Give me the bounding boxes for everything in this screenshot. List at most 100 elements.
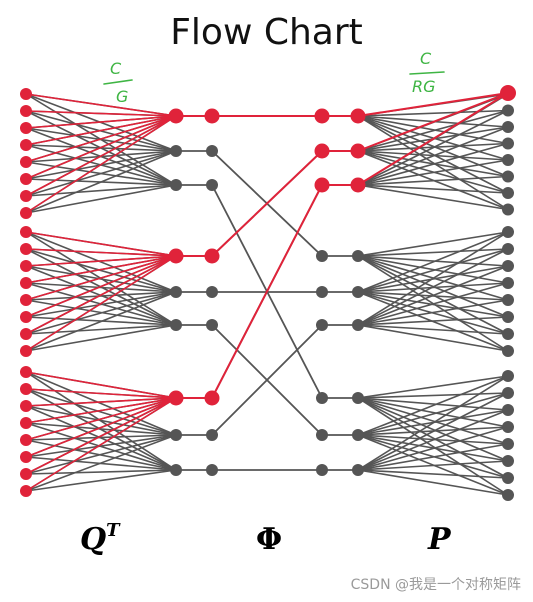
edge (357, 150, 509, 178)
annotation-left-denominator: G (116, 87, 128, 106)
highlight-edge (25, 115, 177, 146)
highlight-edge (25, 115, 177, 214)
gray-edges (25, 93, 509, 496)
diagram-title: Flow Chart (170, 12, 363, 53)
edge (357, 231, 509, 257)
p-node (350, 108, 366, 124)
highlighted-edges (25, 92, 509, 492)
edge (25, 434, 177, 492)
highlight-edge (25, 255, 177, 352)
p-node (352, 392, 364, 404)
highlight-edge (211, 184, 323, 399)
output-node (502, 489, 514, 501)
output-node (502, 203, 514, 216)
output-node (502, 260, 514, 272)
watermark: CSDN @我是一个对称矩阵 (350, 577, 521, 593)
highlight-edge (25, 397, 177, 441)
edge (25, 291, 177, 335)
input-node (20, 311, 32, 323)
phi-in-node (204, 390, 220, 406)
edge (357, 375, 509, 436)
phi-in-node (206, 286, 218, 298)
edge (357, 115, 509, 211)
highlight-edge (25, 93, 177, 117)
highlight-edge (25, 115, 177, 129)
p-node (352, 464, 364, 476)
phi-out-node (316, 319, 328, 331)
edge (25, 469, 177, 475)
output-node (502, 328, 514, 340)
edge (357, 115, 509, 194)
q-node (170, 286, 182, 298)
highlight-edge (25, 115, 177, 180)
edge (25, 291, 177, 301)
edge (25, 184, 177, 214)
edge (25, 150, 177, 214)
p-node (352, 286, 364, 298)
q-node (170, 464, 182, 476)
edge (357, 291, 509, 301)
phi-in-node (206, 179, 218, 191)
phi-out-node (316, 250, 328, 262)
edge (25, 150, 177, 197)
output-node (502, 404, 514, 416)
phi-in-node (206, 145, 218, 157)
edge (25, 291, 177, 352)
output-node (502, 137, 514, 150)
edge (357, 150, 509, 161)
highlight-edge (25, 371, 177, 399)
edge (357, 184, 509, 194)
output-node (502, 455, 514, 467)
edge (357, 184, 509, 211)
annotation-right-denominator: RG (412, 77, 436, 96)
edge (357, 142, 509, 152)
nodes (20, 85, 516, 501)
edge (357, 469, 509, 496)
edge (357, 115, 509, 178)
highlight-edge (25, 115, 177, 197)
output-node (500, 85, 516, 101)
highlight-edge (25, 397, 177, 458)
edge (357, 397, 509, 479)
input-node (20, 277, 32, 289)
q-node (168, 248, 184, 264)
edge (357, 255, 509, 318)
input-node (20, 156, 32, 168)
edge (25, 405, 177, 436)
input-node (20, 260, 32, 272)
p-node (352, 250, 364, 262)
edge (25, 434, 177, 475)
input-node (20, 139, 32, 151)
highlight-edge (25, 255, 177, 284)
edge (357, 375, 509, 399)
edge (25, 282, 177, 293)
edge (357, 248, 509, 293)
edge (357, 434, 509, 462)
annotation-left-numerator: C (110, 59, 122, 78)
edge (357, 115, 509, 145)
edge (357, 324, 509, 352)
edge (357, 150, 509, 211)
edge (25, 324, 177, 352)
highlight-edge (357, 92, 509, 152)
edge (357, 231, 509, 293)
edge (357, 324, 509, 335)
output-node (502, 187, 514, 199)
output-node (502, 345, 514, 357)
edge (357, 434, 509, 496)
edge (357, 434, 509, 479)
q-node (168, 108, 184, 124)
input-node (20, 243, 32, 255)
annotation-right-bar (409, 71, 445, 75)
p-node (350, 143, 366, 159)
edge (357, 397, 509, 411)
edge (357, 265, 509, 293)
input-node (20, 294, 32, 306)
edge (357, 397, 509, 496)
phi-edge (211, 324, 323, 436)
edge (357, 255, 509, 267)
edge (357, 392, 509, 436)
input-node (20, 226, 32, 238)
output-node (502, 243, 514, 255)
